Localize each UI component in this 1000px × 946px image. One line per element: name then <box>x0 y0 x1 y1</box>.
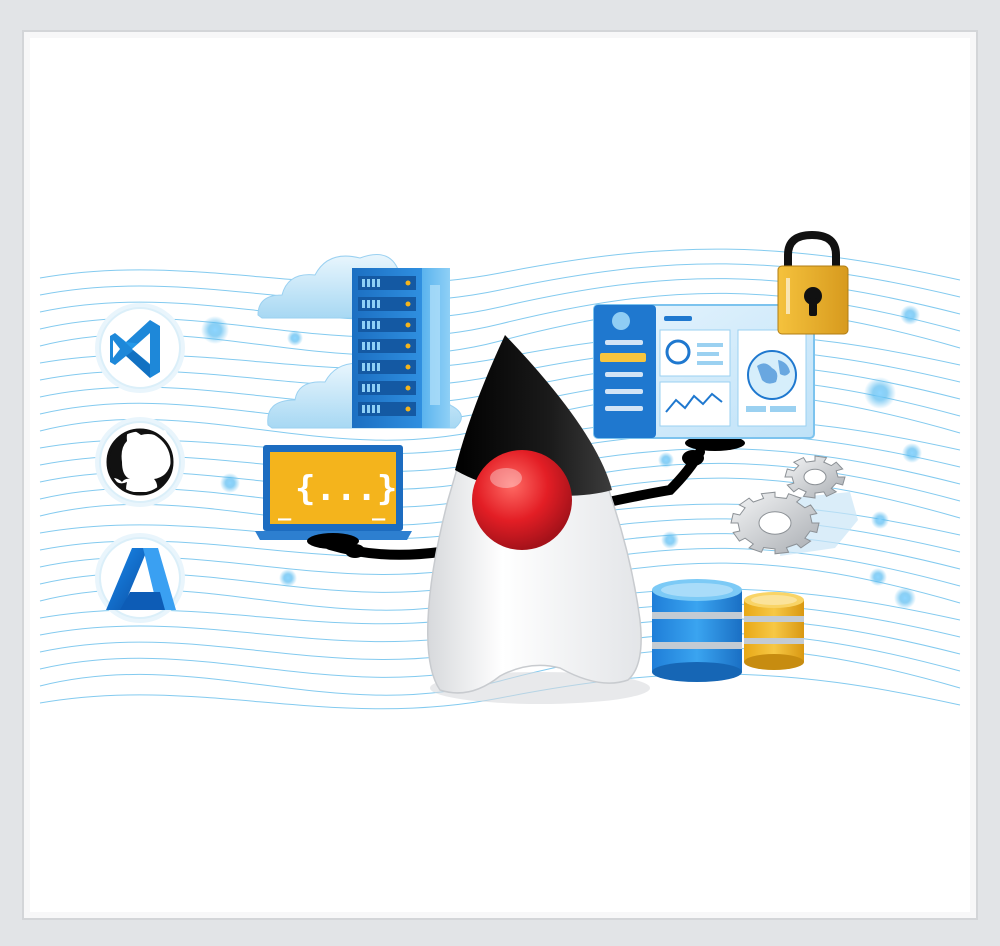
server-led <box>405 385 411 391</box>
server-rack-icon <box>352 268 450 428</box>
wave-line <box>39 248 961 285</box>
server-vent <box>377 384 380 392</box>
server-led <box>405 322 411 328</box>
laptop-code-text: {...} <box>295 469 397 509</box>
server-vent <box>362 363 365 371</box>
github-badge <box>95 417 185 507</box>
laptop-cursor-right: _ <box>372 496 386 521</box>
duke-nose <box>472 450 572 550</box>
lock-icon <box>777 230 849 335</box>
server-vent <box>362 279 365 287</box>
dashboard-panel <box>593 304 815 439</box>
server-led <box>405 406 411 412</box>
server-vent <box>367 342 370 350</box>
server-led <box>405 343 411 349</box>
server-vent <box>377 279 380 287</box>
server-vent <box>362 384 365 392</box>
server-vent <box>362 300 365 308</box>
server-vent <box>377 405 380 413</box>
server-vent <box>372 342 375 350</box>
duke-left-arm <box>307 533 445 560</box>
duke-hat <box>455 335 612 496</box>
vscode-icon <box>110 320 160 378</box>
server-vent <box>372 279 375 287</box>
server-led <box>405 280 411 286</box>
server-vent <box>372 300 375 308</box>
server-vent <box>362 405 365 413</box>
gears-icon <box>730 455 858 556</box>
vscode-badge <box>95 303 185 393</box>
server-vent <box>367 300 370 308</box>
azure-badge <box>95 533 185 623</box>
server-vent <box>372 405 375 413</box>
server-vent <box>377 363 380 371</box>
server-vent <box>362 342 365 350</box>
gear-hole <box>758 511 792 535</box>
azure-icon <box>106 548 176 610</box>
github-icon <box>106 428 174 496</box>
server-vent <box>367 384 370 392</box>
laptop-cursor-left: _ <box>278 496 292 521</box>
duke-mascot <box>427 335 642 694</box>
server-vent <box>377 342 380 350</box>
duke-right-arm <box>585 435 745 511</box>
database-blue-icon <box>652 579 742 682</box>
laptop-icon: {...} _ _ <box>255 445 412 540</box>
server-vent <box>377 321 380 329</box>
server-led <box>405 301 411 307</box>
server-vent <box>367 405 370 413</box>
server-vent <box>367 279 370 287</box>
server-vent <box>362 321 365 329</box>
server-vent <box>367 321 370 329</box>
gear-hole <box>803 468 827 486</box>
glow-dots <box>201 305 922 609</box>
server-vent <box>377 300 380 308</box>
server-vent <box>372 384 375 392</box>
server-vent <box>372 321 375 329</box>
database-yellow-icon <box>744 592 804 670</box>
server-vent <box>372 363 375 371</box>
server-led <box>405 364 411 370</box>
server-vent <box>367 363 370 371</box>
